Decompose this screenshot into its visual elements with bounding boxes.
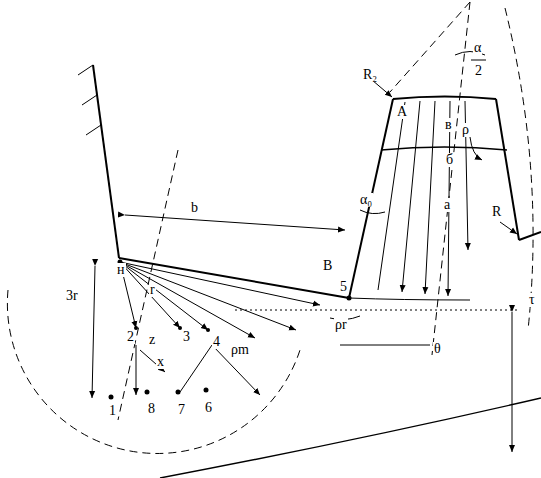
geometry-label: α₀ (359, 193, 373, 207)
geometry-label: R (491, 205, 502, 219)
geometry-label: 3r (65, 289, 79, 303)
geometry-label: τ (528, 293, 536, 307)
geometry-label: б (445, 153, 454, 167)
geometry-label: r (149, 283, 156, 297)
geometry-label: ρr (334, 318, 348, 332)
geometry-label: 2 (126, 330, 135, 344)
geometry-label: ρ (461, 123, 470, 137)
geometry-label: 3 (182, 330, 191, 344)
geometry-label: н (116, 263, 126, 277)
geometry-label: R₂ (362, 68, 378, 82)
geometry-label: а (443, 198, 451, 212)
geometry-label: в (444, 118, 453, 132)
geometry-label: 7 (177, 403, 186, 417)
geometry-label: x (156, 355, 165, 369)
geometry-label: θ (433, 342, 442, 356)
geometry-label: 2 (474, 64, 483, 78)
geometry-label: 8 (147, 402, 156, 416)
geometry-label: z (148, 333, 156, 347)
geometry-label: 6 (204, 401, 213, 415)
geometry-label: 1 (108, 404, 117, 418)
geometry-label: ρm (230, 343, 250, 357)
geometry-label: b (190, 201, 199, 215)
geometry-label: 4 (212, 335, 221, 349)
geometry-label: B (322, 259, 333, 273)
geometry-label: A (396, 105, 408, 119)
geometry-label: 5 (339, 280, 348, 294)
geometry-label: α (473, 41, 482, 55)
